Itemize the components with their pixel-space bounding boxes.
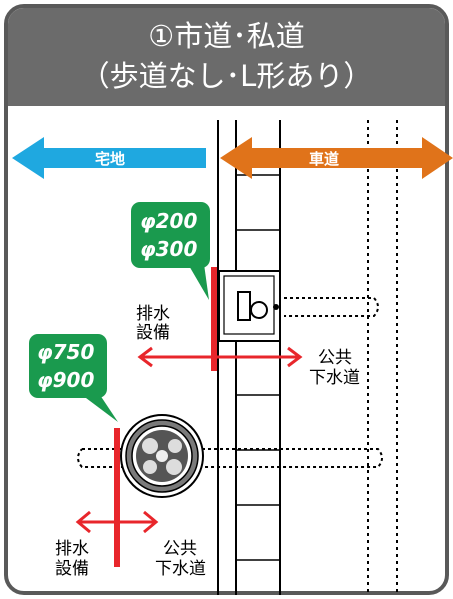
drain-facility-label-upper-1: 排水 (136, 304, 170, 324)
title-line-1: ①市道･私道 (148, 19, 305, 53)
roadway-arrow (220, 137, 453, 179)
curb-segments (236, 174, 280, 561)
drain-facility-label-lower-1: 排水 (55, 539, 89, 559)
residential-arrow (12, 137, 206, 179)
callout-lower-bubble (29, 334, 118, 422)
drain-facility-label-upper-2: 設備 (136, 323, 170, 343)
callout-upper-line-1: φ200 (140, 209, 198, 233)
drain-facility-label-lower-2: 設備 (55, 559, 89, 579)
extent-arrow-lower (75, 510, 159, 534)
residential-label: 宅地 (95, 150, 126, 168)
title-banner: ①市道･私道 （歩道なし･L形あり） (8, 8, 445, 106)
roadway-label: 車道 (309, 150, 340, 168)
lane-dotted-lines (367, 120, 398, 595)
public-sewer-label-lower-2: 下水道 (155, 559, 206, 579)
drain-marker-upper (211, 267, 217, 371)
callout-lower-line-2: φ900 (37, 368, 95, 392)
callout-upper-line-2: φ300 (140, 237, 198, 261)
manhole-icon (120, 414, 204, 498)
public-sewer-label-lower-1: 公共 (163, 539, 197, 559)
title-line-2: （歩道なし･L形あり） (80, 59, 373, 93)
public-sewer-label-upper-2: 下水道 (309, 368, 360, 388)
catch-basin (218, 270, 281, 342)
extent-arrow-upper (137, 346, 303, 368)
drain-marker-lower (114, 428, 120, 567)
callout-upper-bubble (131, 202, 210, 300)
public-sewer-label-upper-1: 公共 (318, 348, 352, 368)
sewer-pipe-upper (284, 297, 379, 317)
callout-lower-line-1: φ750 (37, 340, 95, 364)
sewer-pipe-lower (77, 448, 383, 468)
